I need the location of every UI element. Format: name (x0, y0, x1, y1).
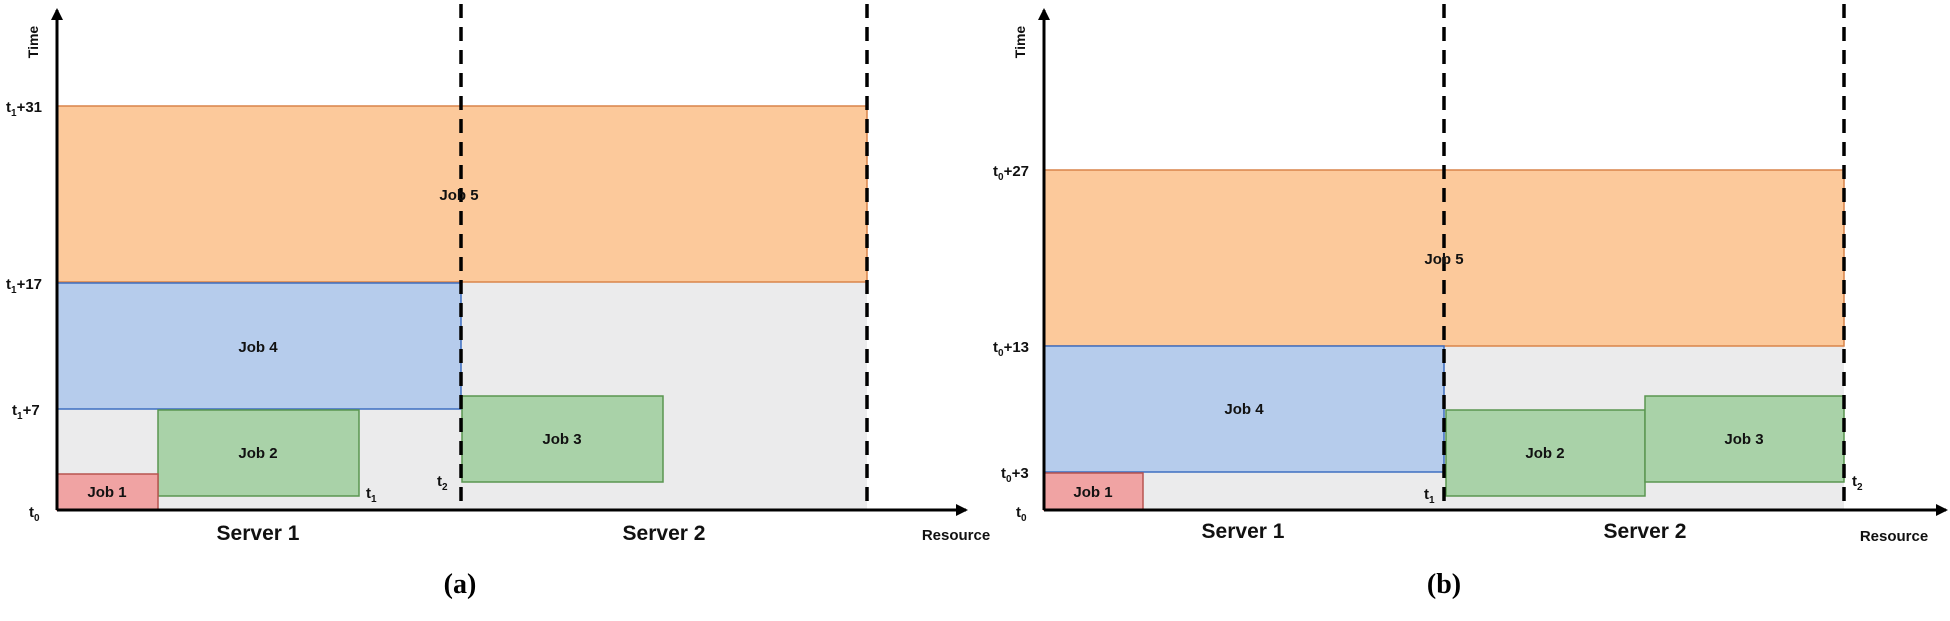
panel-b-x-axis-title: Resource (1860, 528, 1928, 545)
panel-a-marker-t2: t2 (437, 473, 448, 493)
panel-b-job4-block (1043, 345, 1445, 473)
panel-b-tick-t0: t0 (1016, 504, 1027, 524)
panel-a-job1-label: Job 1 (87, 484, 126, 501)
panel-a-tick-t1p17: t1+17 (6, 276, 42, 296)
panel-a-tick-t1p31: t1+31 (6, 99, 42, 119)
panel-a-job4-label: Job 4 (238, 339, 278, 356)
panel-b-job5-label: Job 5 (1424, 251, 1463, 268)
panel-b: Job 5 Job 4 Job 2 Job 3 Job 1 t0 t0+3 t0… (993, 4, 1948, 600)
panel-b-tick-t0p27: t0+27 (993, 163, 1029, 183)
panel-a-x-axis-title: Resource (922, 527, 990, 544)
panel-a-job5-label: Job 5 (439, 187, 478, 204)
panel-b-marker-t2: t2 (1852, 473, 1863, 493)
panel-b-y-axis-title: Time (1012, 26, 1028, 59)
panel-b-job3-block (1644, 395, 1845, 483)
panel-a-marker-t1: t1 (366, 485, 377, 505)
panel-a-tick-t1p7: t1+7 (12, 402, 40, 422)
panel-b-job1-block (1043, 472, 1144, 511)
panel-a-job3-block (461, 395, 664, 483)
panel-b-tick-t0p3: t0+3 (1001, 465, 1029, 485)
panel-b-job2-label: Job 2 (1525, 445, 1564, 462)
panel-b-caption: (b) (1427, 569, 1461, 600)
panel-b-job1-label: Job 1 (1073, 484, 1112, 501)
panel-a-y-axis-title: Time (25, 26, 41, 59)
panel-b-server1-label: Server 1 (1202, 520, 1285, 543)
panel-a-caption: (a) (444, 569, 477, 600)
panel-a-job4-block (56, 282, 462, 410)
panel-a-tick-t0: t0 (29, 504, 40, 524)
panel-b-server2-label: Server 2 (1604, 520, 1687, 543)
panel-a-job2-block (157, 409, 360, 497)
panel-a-server2-label: Server 2 (623, 522, 706, 545)
panel-b-job2-block (1445, 409, 1646, 497)
panel-b-marker-t1: t1 (1424, 486, 1435, 506)
panel-a: Job 5 Job 4 Job 2 Job 3 Job 1 t0 t1+7 t1… (6, 4, 990, 600)
panel-b-tick-t0p13: t0+13 (993, 339, 1029, 359)
panel-a-job3-label: Job 3 (542, 431, 581, 448)
panel-a-server1-label: Server 1 (217, 522, 300, 545)
panel-a-job2-label: Job 2 (238, 445, 277, 462)
panel-b-job3-label: Job 3 (1724, 431, 1763, 448)
panel-b-job4-label: Job 4 (1224, 401, 1264, 418)
